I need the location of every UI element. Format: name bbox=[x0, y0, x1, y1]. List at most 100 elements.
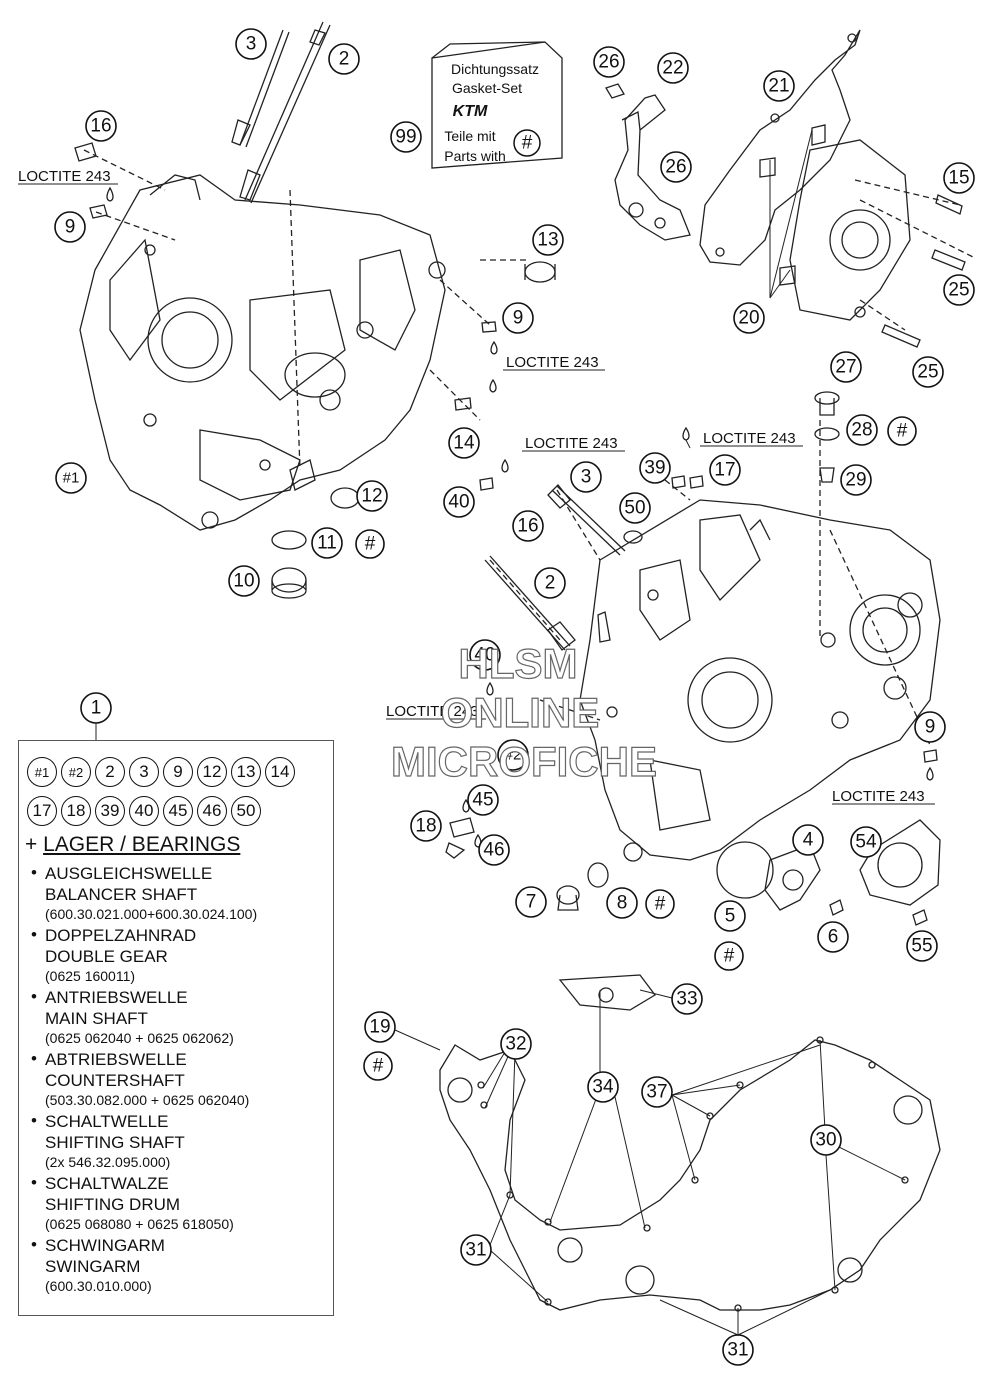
callout-17: 17 bbox=[714, 460, 735, 481]
callout-8: 8 bbox=[617, 893, 628, 914]
gasket-set-line3: Teile mit bbox=[444, 128, 495, 144]
item-partno: (0625 062040 + 0625 062062) bbox=[45, 1030, 234, 1046]
plug-7 bbox=[556, 862, 609, 911]
callout-54: 54 bbox=[855, 832, 877, 853]
legend-item: #2 bbox=[61, 757, 91, 787]
svg-text:HLSM: HLSM bbox=[459, 640, 578, 687]
loctite-label: LOCTITE 243 bbox=[525, 435, 618, 452]
legend-item: 14 bbox=[265, 757, 295, 787]
svg-text:MICROFICHE: MICROFICHE bbox=[391, 738, 657, 785]
item-partno: (600.30.010.000) bbox=[45, 1278, 152, 1294]
list-item: • SCHWINGARM SWINGARM (600.30.010.000) bbox=[29, 1235, 329, 1295]
item-en: SHIFTING SHAFT bbox=[45, 1133, 185, 1152]
callout-99: 99 bbox=[395, 127, 416, 148]
callout-37: 37 bbox=[646, 1082, 667, 1103]
bullet: • bbox=[31, 1049, 37, 1068]
callout-15: 15 bbox=[948, 168, 969, 189]
item-en: MAIN SHAFT bbox=[45, 1009, 148, 1028]
legend-item: 13 bbox=[231, 757, 261, 787]
callout-3: 3 bbox=[246, 34, 257, 55]
callout-hash2: #2 bbox=[505, 747, 522, 764]
hash-marker: # bbox=[655, 894, 666, 915]
callout-34: 34 bbox=[592, 1077, 614, 1098]
callout-29: 29 bbox=[845, 470, 866, 491]
svg-text:ONLINE: ONLINE bbox=[441, 689, 600, 736]
stud-bolts-right bbox=[484, 484, 626, 651]
hash-marker: # bbox=[365, 534, 376, 555]
bullet: • bbox=[31, 1173, 37, 1192]
callout-13: 13 bbox=[537, 230, 558, 251]
bullet: • bbox=[31, 987, 37, 1006]
bearings-list: • AUSGLEICHSWELLE BALANCER SHAFT (600.30… bbox=[29, 863, 329, 1297]
hash-marker: # bbox=[724, 946, 735, 967]
callout-1: 1 bbox=[91, 698, 102, 719]
legend-item: 40 bbox=[129, 796, 159, 826]
gasket-set-line2: Gasket-Set bbox=[452, 80, 522, 96]
bearings-title: + LAGER / BEARINGS bbox=[25, 833, 240, 857]
list-item: • AUSGLEICHSWELLE BALANCER SHAFT (600.30… bbox=[29, 863, 329, 923]
callout-20: 20 bbox=[738, 308, 759, 329]
bullet: • bbox=[31, 863, 37, 882]
callout-10: 10 bbox=[233, 571, 254, 592]
callout-46: 46 bbox=[483, 840, 504, 861]
item-en: BALANCER SHAFT bbox=[45, 885, 198, 904]
left-fasteners bbox=[74, 142, 509, 491]
assembly-lines bbox=[83, 149, 976, 746]
item-en: SHIFTING DRUM bbox=[45, 1195, 181, 1214]
bearing-12 bbox=[330, 487, 360, 509]
callout-33: 33 bbox=[676, 989, 697, 1010]
legend-item: 17 bbox=[27, 796, 57, 826]
legend-item: 2 bbox=[95, 757, 125, 787]
nut-26 bbox=[605, 83, 625, 99]
item-de: DOPPELZAHNRAD bbox=[45, 926, 197, 945]
callout-18: 18 bbox=[415, 816, 436, 837]
legend-row-1: #1 #2 2 3 9 12 13 14 bbox=[27, 757, 295, 787]
legend-row-2: 17 18 39 40 45 46 50 bbox=[27, 796, 261, 826]
right-crankcase-half bbox=[579, 499, 941, 862]
callout-6: 6 bbox=[828, 927, 839, 948]
legend-item: 3 bbox=[129, 757, 159, 787]
item-partno: (0625 160011) bbox=[45, 968, 136, 984]
callout-11: 11 bbox=[317, 533, 337, 554]
callout-9: 9 bbox=[513, 308, 524, 329]
item-de: SCHALTWALZE bbox=[45, 1174, 169, 1193]
callout-hash1: #1 bbox=[63, 470, 80, 487]
callout-45: 45 bbox=[472, 790, 493, 811]
callout-30: 30 bbox=[815, 1130, 836, 1151]
loctite-label: LOCTITE 243 bbox=[703, 430, 796, 447]
gasket-set-line1: Dichtungssatz bbox=[451, 61, 539, 77]
callout-4: 4 bbox=[803, 830, 814, 851]
callout-16: 16 bbox=[517, 516, 538, 537]
callout-32: 32 bbox=[505, 1034, 526, 1055]
legend-item: 39 bbox=[95, 796, 125, 826]
cover-bracket-22 bbox=[614, 94, 691, 241]
callout-2: 2 bbox=[545, 573, 556, 594]
list-item: • SCHALTWELLE SHIFTING SHAFT (2x 546.32.… bbox=[29, 1111, 329, 1171]
stud-bolts-left bbox=[231, 21, 331, 204]
list-item: • ANTRIEBSWELLE MAIN SHAFT (0625 062040 … bbox=[29, 987, 329, 1047]
callout-25: 25 bbox=[948, 280, 969, 301]
right-fasteners bbox=[445, 426, 938, 859]
item-partno: (0625 068080 + 0625 618050) bbox=[45, 1216, 234, 1232]
gasket-21 bbox=[699, 29, 861, 266]
callout-55: 55 bbox=[911, 936, 932, 957]
callout-14: 14 bbox=[453, 433, 475, 454]
item-en: DOUBLE GEAR bbox=[45, 947, 168, 966]
plus-sign: + bbox=[25, 833, 38, 856]
bearing-13 bbox=[524, 261, 556, 283]
item-de: ANTRIEBSWELLE bbox=[45, 988, 188, 1007]
callout-31: 31 bbox=[727, 1340, 748, 1361]
loctite-label: LOCTITE 243 bbox=[832, 788, 925, 805]
list-item: • SCHALTWALZE SHIFTING DRUM (0625 068080… bbox=[29, 1173, 329, 1233]
list-item: • ABTRIEBSWELLE COUNTERSHAFT (503.30.082… bbox=[29, 1049, 329, 1109]
callout-21: 21 bbox=[768, 76, 789, 97]
ktm-logo: KTM bbox=[453, 103, 488, 120]
item-en: COUNTERSHAFT bbox=[45, 1071, 185, 1090]
callout-28: 28 bbox=[851, 420, 872, 441]
hash-marker: # bbox=[522, 133, 533, 154]
hash-marker: # bbox=[373, 1056, 384, 1077]
cover-20 bbox=[759, 124, 966, 348]
callout-39: 39 bbox=[644, 458, 665, 479]
loctite-label: LOCTITE 243 bbox=[506, 354, 599, 371]
